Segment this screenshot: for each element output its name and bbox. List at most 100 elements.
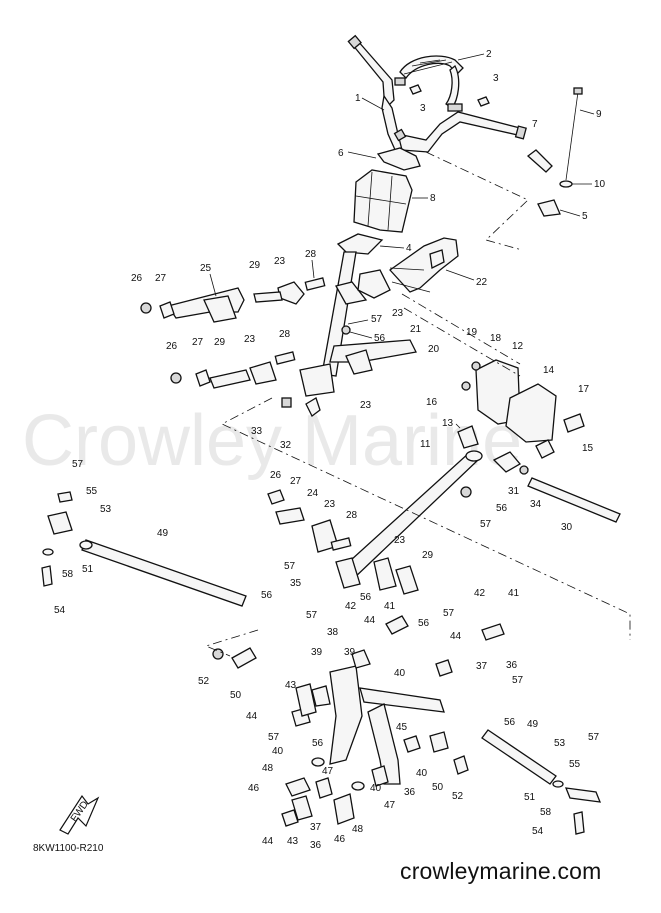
ref-line-e — [401, 293, 521, 365]
nut-19 — [471, 361, 481, 371]
watermark: Crowley Marine — [22, 401, 522, 481]
callout-27a: 27 — [155, 273, 167, 284]
callout-39a: 39 — [311, 647, 323, 658]
callout-17: 17 — [578, 384, 590, 395]
handlepole-base — [299, 363, 335, 397]
callout-43b: 43 — [287, 836, 299, 847]
callout-21: 21 — [410, 324, 422, 335]
ref-line-c — [204, 629, 259, 657]
callout-42b: 42 — [345, 601, 357, 612]
callout-56b: 56 — [496, 503, 508, 514]
handlepole-lug — [335, 281, 368, 305]
nut-56-shaft — [460, 486, 472, 498]
bolt-41-b — [481, 623, 505, 641]
callout-2: 2 — [486, 49, 492, 60]
callout-22: 22 — [476, 277, 488, 288]
callout-40a: 40 — [394, 668, 406, 679]
ref-line-b — [221, 397, 631, 640]
link-35-top — [335, 557, 361, 589]
callout-49b: 49 — [527, 719, 539, 730]
holder-5 — [537, 199, 561, 217]
callout-24: 24 — [307, 488, 319, 499]
collar-28-mid — [274, 351, 296, 365]
washer-10 — [559, 180, 573, 188]
callout-57c: 57 — [480, 519, 492, 530]
callout-29a: 29 — [249, 260, 261, 271]
bolt-15 — [535, 439, 555, 459]
handlebar-holder-upper — [376, 147, 421, 171]
callout-49a: 49 — [157, 528, 169, 539]
handle-pad — [353, 169, 413, 233]
callout-53a: 53 — [100, 504, 112, 515]
collar-28-low — [330, 537, 352, 551]
callout-26a: 26 — [131, 273, 143, 284]
callout-58b: 58 — [540, 807, 552, 818]
callout-15: 15 — [582, 443, 594, 454]
callout-56g: 56 — [312, 738, 324, 749]
callout-14: 14 — [543, 365, 555, 376]
callout-28b: 28 — [279, 329, 291, 340]
callout-57g: 57 — [512, 675, 524, 686]
callout-41b: 41 — [384, 601, 396, 612]
callout-8: 8 — [430, 193, 436, 204]
callout-31: 31 — [508, 486, 520, 497]
callout-26b: 26 — [166, 341, 178, 352]
callout-23b: 23 — [392, 308, 404, 319]
callout-57e: 57 — [306, 610, 318, 621]
callout-19: 19 — [466, 327, 478, 338]
washer-27-mid — [195, 369, 211, 387]
bearing-23-mid-left — [249, 361, 277, 385]
callout-12: 12 — [512, 341, 524, 352]
nut-34 — [519, 465, 529, 475]
collar-28-upper — [304, 277, 326, 291]
callout-52b: 52 — [452, 791, 464, 802]
callout-13: 13 — [442, 418, 454, 429]
screw-3b — [477, 96, 490, 107]
ref-line-d — [403, 307, 521, 377]
link-25-mount — [203, 295, 237, 323]
callout-54a: 54 — [54, 605, 66, 616]
ref-line-a — [425, 151, 529, 251]
rod-29-upper — [253, 291, 283, 303]
callout-39b: 39 — [344, 647, 356, 658]
callout-57d: 57 — [284, 561, 296, 572]
callout-51a: 51 — [82, 564, 94, 575]
callout-50a: 50 — [230, 690, 242, 701]
callout-11: 11 — [420, 439, 431, 450]
callout-16: 16 — [426, 397, 438, 408]
callout-34: 34 — [530, 499, 542, 510]
ball-joint-50-right — [429, 731, 449, 753]
callout-57a: 57 — [371, 314, 383, 325]
callout-40b: 40 — [272, 746, 284, 757]
grip-end — [393, 128, 407, 142]
callout-42a: 42 — [474, 588, 486, 599]
callout-58a: 58 — [62, 569, 74, 580]
arm-38 — [329, 665, 363, 765]
callout-23a: 23 — [274, 256, 286, 267]
washer-27-upper — [159, 301, 175, 319]
diagram-code: 8KW1100-R210 — [33, 843, 104, 854]
callout-57f: 57 — [443, 608, 455, 619]
callout-18: 18 — [490, 333, 502, 344]
callout-36b: 36 — [404, 787, 416, 798]
throttle-cable-cover — [399, 55, 464, 109]
callout-28c: 28 — [346, 510, 358, 521]
link-24 — [275, 507, 305, 525]
callout-45: 45 — [396, 722, 408, 733]
bracket-14 — [505, 383, 557, 443]
shaft-end-11 — [465, 450, 483, 462]
bushing-47-a — [315, 777, 333, 799]
bolt-54-right — [573, 811, 585, 835]
callout-55a: 55 — [86, 486, 98, 497]
nut-26-upper — [140, 302, 152, 314]
callout-36c: 36 — [310, 840, 322, 851]
rod-29-low — [395, 565, 419, 595]
callout-40d: 40 — [370, 783, 382, 794]
callout-48a: 48 — [262, 763, 274, 774]
callout-38: 38 — [327, 627, 339, 638]
callout-3a: 3 — [493, 73, 499, 84]
clip-7 — [526, 149, 553, 173]
callout-57b: 57 — [72, 459, 84, 470]
bracket-22-hole — [429, 249, 445, 269]
